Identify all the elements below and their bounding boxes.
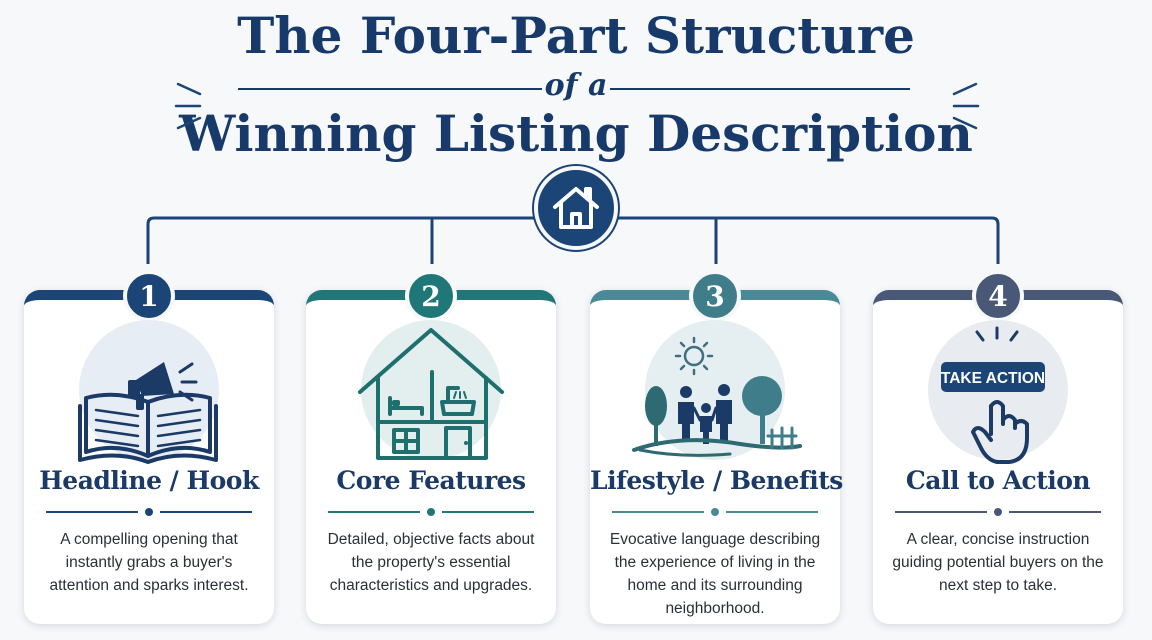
divider — [46, 505, 252, 519]
step-description: A clear, concise instruction guiding pot… — [892, 531, 1104, 594]
burst-right-icon — [952, 82, 980, 130]
step-title: Headline / Hook — [39, 466, 259, 495]
divider — [612, 505, 818, 519]
title-line-3: Winning Listing Description — [179, 104, 973, 163]
step-description: Detailed, objective facts about the prop… — [327, 531, 535, 594]
step-title: Core Features — [336, 466, 526, 495]
step-card-1: 1 Headline — [24, 270, 274, 624]
divider — [328, 505, 534, 519]
step-card-4: 4 TAKE ACTION Call to Action A clear, co… — [873, 270, 1123, 624]
step-number-badge: 3 — [689, 270, 741, 322]
step-number-badge: 1 — [123, 270, 175, 322]
step-card-2: 2 Core Features D — [306, 270, 556, 624]
open-book-megaphone-icon — [78, 362, 218, 464]
title-rule-left — [238, 88, 542, 90]
title-line-2: of a — [544, 68, 608, 103]
title-rule-right — [610, 88, 910, 90]
house-rooms-icon — [358, 328, 504, 460]
step-description: Evocative language describing the experi… — [609, 531, 821, 617]
burst-left-icon — [174, 82, 202, 130]
take-action-button — [941, 362, 1045, 392]
step-title: Call to Action — [905, 466, 1091, 495]
connector-lines — [146, 216, 1000, 264]
house-icon — [553, 187, 599, 229]
step-number-badge: 4 — [972, 270, 1024, 322]
divider — [895, 505, 1101, 519]
hub-circle — [534, 166, 618, 250]
step-description: A compelling opening that instantly grab… — [49, 531, 249, 594]
take-action-label: TAKE ACTION — [941, 370, 1045, 387]
title-line-1: The Four-Part Structure — [237, 6, 915, 65]
take-action-button-icon: TAKE ACTION — [941, 326, 1045, 464]
family-park-icon — [632, 336, 802, 457]
step-card-3: 3 — [590, 270, 843, 624]
step-title: Lifestyle / Benefits — [590, 466, 843, 495]
